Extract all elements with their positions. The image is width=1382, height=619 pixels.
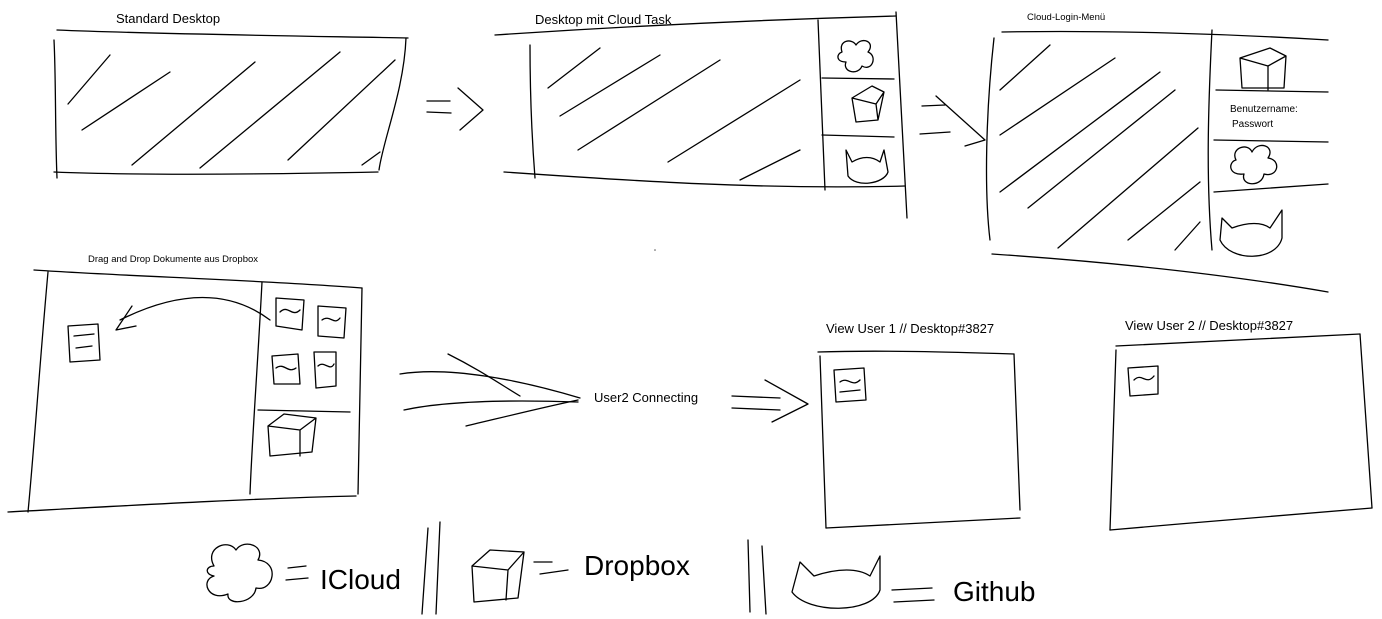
- legend-github-icon: [791, 555, 881, 609]
- standard-desktop-hatching: [67, 51, 396, 169]
- legend-github-label: Github: [953, 576, 1036, 607]
- view-user2-title: View User 2 // Desktop#3827: [1125, 318, 1294, 333]
- drag-arrow: [115, 296, 271, 331]
- document-icons: [271, 297, 347, 389]
- view-user2-document-icon: [1127, 365, 1159, 397]
- legend-icloud-label: ICloud: [320, 564, 401, 595]
- legend-icloud-dash: [285, 565, 309, 581]
- legend-separator-2: [747, 539, 767, 615]
- dragged-document-icon: [67, 323, 101, 363]
- icloud-icon: [837, 39, 874, 73]
- stray-dot: [654, 249, 656, 251]
- github-icon: [1219, 209, 1283, 257]
- github-icon: [845, 149, 889, 184]
- arrow-2: [919, 95, 986, 147]
- username-label: Benutzername:: [1230, 104, 1298, 115]
- legend-dropbox-dash: [533, 561, 569, 575]
- icloud-icon: [1230, 144, 1278, 185]
- connecting-arrow-left: [399, 353, 581, 427]
- arrow-1: [426, 87, 484, 131]
- standard-desktop-frame: [53, 29, 409, 179]
- legend-separator-1: [421, 521, 441, 615]
- connecting-arrow-right: [731, 379, 809, 423]
- legend-dropbox-label: Dropbox: [584, 550, 690, 581]
- view-user2-frame: [1109, 333, 1373, 531]
- cloud-login-frame: [985, 29, 1329, 293]
- view-user1-title: View User 1 // Desktop#3827: [826, 321, 995, 336]
- cloud-task-desktop-title: Desktop mit Cloud Task: [535, 12, 672, 27]
- cloud-login-title: Cloud-Login-Menü: [1027, 12, 1106, 23]
- standard-desktop-title: Standard Desktop: [116, 11, 221, 26]
- drag-drop-frame: [7, 269, 363, 513]
- legend-github-dash: [891, 587, 935, 603]
- view-user1-frame: [817, 350, 1021, 529]
- password-label: Passwort: [1232, 119, 1274, 130]
- legend-dropbox-icon: [471, 549, 525, 603]
- cloud-task-desktop-frame: [494, 11, 908, 219]
- legend-icloud-icon: [206, 543, 273, 603]
- cloud-login-hatching: [999, 44, 1201, 251]
- drag-drop-title: Drag and Drop Dokumente aus Dropbox: [88, 254, 259, 265]
- connecting-label: User2 Connecting: [594, 390, 699, 405]
- dropbox-icon: [1239, 47, 1287, 91]
- dropbox-icon: [851, 85, 885, 123]
- view-user1-document-icon: [833, 367, 867, 403]
- cloud-task-hatching: [547, 47, 801, 181]
- dropbox-icon: [267, 413, 317, 457]
